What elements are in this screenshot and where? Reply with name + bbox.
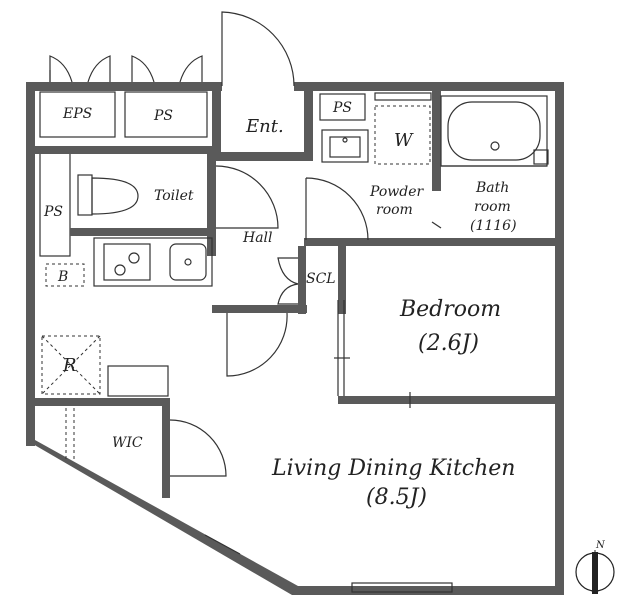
bedroom-label: Bedroom xyxy=(399,297,501,322)
wic xyxy=(35,365,227,498)
ps-left-label: PS xyxy=(43,204,63,220)
compass-north-label: N xyxy=(595,540,606,551)
powder-room-label-2: room xyxy=(376,202,413,218)
outer-walls xyxy=(26,82,564,595)
hall-label: Hall xyxy=(242,230,273,246)
ps-small-label: PS xyxy=(332,100,352,116)
powder-room xyxy=(304,91,444,246)
eps-label: EPS xyxy=(62,106,92,122)
compass-icon xyxy=(575,550,615,594)
bedroom xyxy=(334,300,558,408)
top-closets xyxy=(39,55,208,138)
wic-label: WIC xyxy=(112,435,143,451)
ldk-label: Living Dining Kitchen xyxy=(271,456,515,481)
ps-small-and-washer xyxy=(319,92,432,165)
scl-closet xyxy=(277,246,346,314)
refrigerator xyxy=(41,335,101,395)
bath-room-label-2: room xyxy=(474,199,511,215)
b-box-label: B xyxy=(57,269,68,285)
ldk xyxy=(204,534,453,593)
entrance xyxy=(212,11,313,161)
scl-label: SCL xyxy=(306,271,336,287)
bedroom-size-label: (2.6J) xyxy=(418,331,479,356)
bath-room xyxy=(432,95,564,246)
bath-size-label: (1116) xyxy=(470,218,517,234)
hall xyxy=(212,305,307,377)
toilet-block xyxy=(35,146,279,257)
ldk-size-label: (8.5J) xyxy=(366,485,427,510)
entrance-label: Ent. xyxy=(245,116,284,137)
toilet-label: Toilet xyxy=(154,188,194,204)
powder-room-label-1: Powder xyxy=(369,184,425,200)
ps-top-label: PS xyxy=(153,108,173,124)
washer-label: W xyxy=(394,130,414,151)
refrigerator-label: R xyxy=(62,355,77,376)
kitchen-counter xyxy=(45,237,213,287)
bath-room-label-1: Bath xyxy=(475,180,509,196)
